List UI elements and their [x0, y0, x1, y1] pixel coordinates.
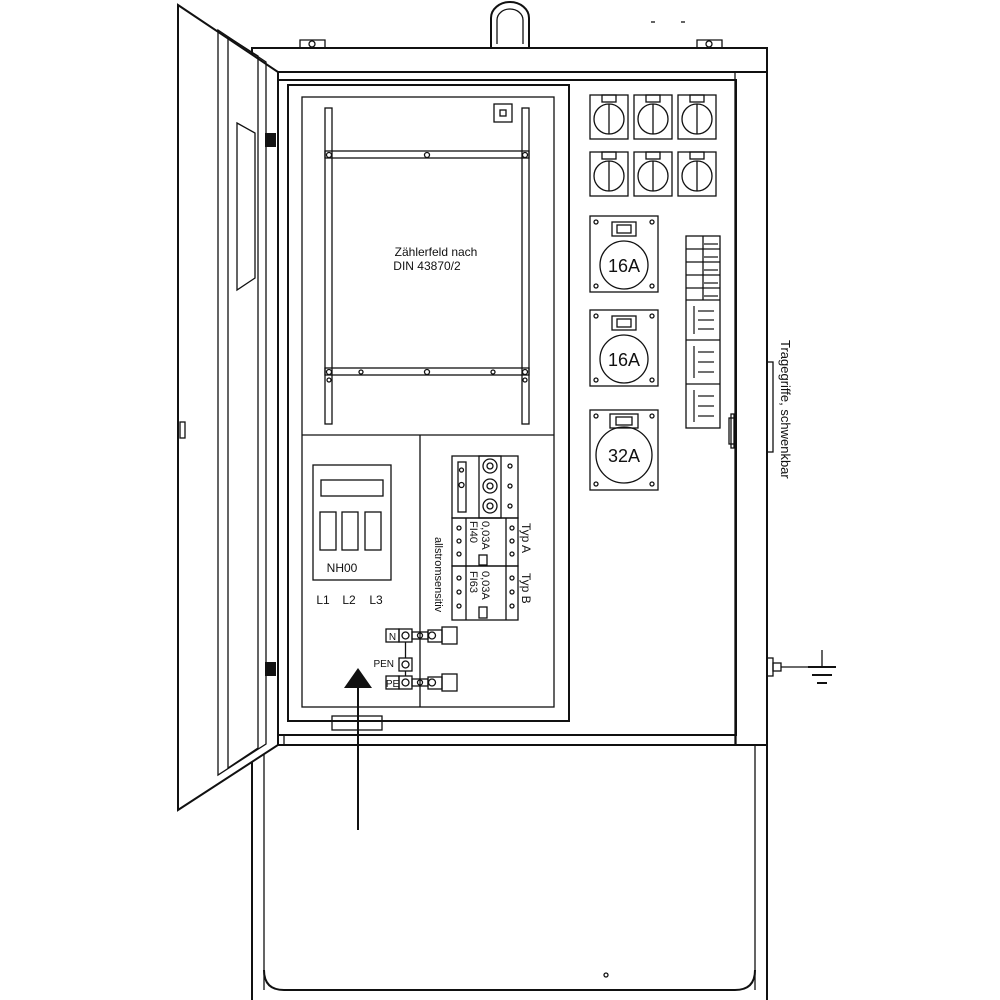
allstromsensitiv-label: allstromsensitiv — [432, 537, 444, 613]
rcd-fi63-type: Typ B — [519, 573, 533, 604]
roof-lug-right — [696, 39, 723, 48]
door-hinge-bottom — [265, 662, 276, 676]
cee-socket-16a-2: 16A — [589, 309, 659, 387]
rcd-fi63-current: 0,03A — [479, 571, 491, 600]
schuko-socket — [589, 151, 629, 197]
meter-field-label-line2: DIN 43870/2 — [393, 259, 461, 273]
schuko-socket-row-1 — [589, 94, 717, 140]
handles-label: Tragegriffe, schwenkbar — [778, 340, 793, 479]
mcb-strip — [685, 235, 721, 429]
base-plinth — [251, 745, 768, 1000]
fuse-holder-row — [451, 455, 519, 519]
terminal-label-pe: PE — [386, 679, 400, 690]
terminal-block-n: N — [385, 626, 458, 645]
cee-socket-32a: 32A — [589, 409, 659, 491]
lifting-eye — [490, 1, 530, 49]
rcd-fi40-current: 0,03A — [479, 521, 491, 550]
cee-socket-rating: 32A — [608, 446, 640, 466]
phase-label-l3: L3 — [369, 593, 383, 607]
phase-label-l2: L2 — [342, 593, 356, 607]
side-handle — [728, 361, 774, 453]
terminal-block-pe: PE — [385, 673, 458, 692]
terminal-label-pen: PEN — [373, 659, 394, 670]
roof-lug-left — [299, 39, 326, 48]
rcd-fi40: FI40 0,03A — [451, 517, 519, 567]
inner-panel-frame — [301, 96, 555, 708]
open-door — [177, 3, 279, 812]
earth-connection — [766, 650, 823, 677]
rcd-fi40-type: Typ A — [519, 523, 533, 553]
schuko-socket-row-2 — [589, 151, 717, 197]
meter-field-label-line1: Zählerfeld nach — [395, 245, 478, 259]
cee-socket-rating: 16A — [608, 350, 640, 370]
rcd-fi63-rating: FI63 — [467, 571, 479, 593]
inner-panel — [287, 84, 570, 722]
compartment-dividers — [302, 434, 554, 707]
schuko-socket — [633, 94, 673, 140]
schuko-socket — [633, 151, 673, 197]
meter-field — [324, 107, 530, 425]
ground-symbol-icon — [808, 666, 836, 684]
door-hinge-top — [265, 133, 276, 147]
schuko-socket — [589, 94, 629, 140]
phase-label-l1: L1 — [316, 593, 330, 607]
schuko-socket — [677, 94, 717, 140]
cee-socket-rating: 16A — [608, 256, 640, 276]
cable-entry-arrow — [331, 668, 383, 830]
fuse-base-label: NH00 — [327, 561, 358, 575]
rcd-fi63: FI63 0,03A — [451, 565, 519, 621]
terminal-label-n: N — [389, 632, 396, 643]
cee-socket-16a-1: 16A — [589, 215, 659, 293]
meter-board-screw — [493, 103, 513, 123]
nh00-fuse-base — [312, 464, 392, 581]
terminal-block-pen: PEN — [373, 642, 413, 676]
schuko-socket — [677, 151, 717, 197]
rcd-fi40-rating: FI40 — [467, 521, 479, 543]
